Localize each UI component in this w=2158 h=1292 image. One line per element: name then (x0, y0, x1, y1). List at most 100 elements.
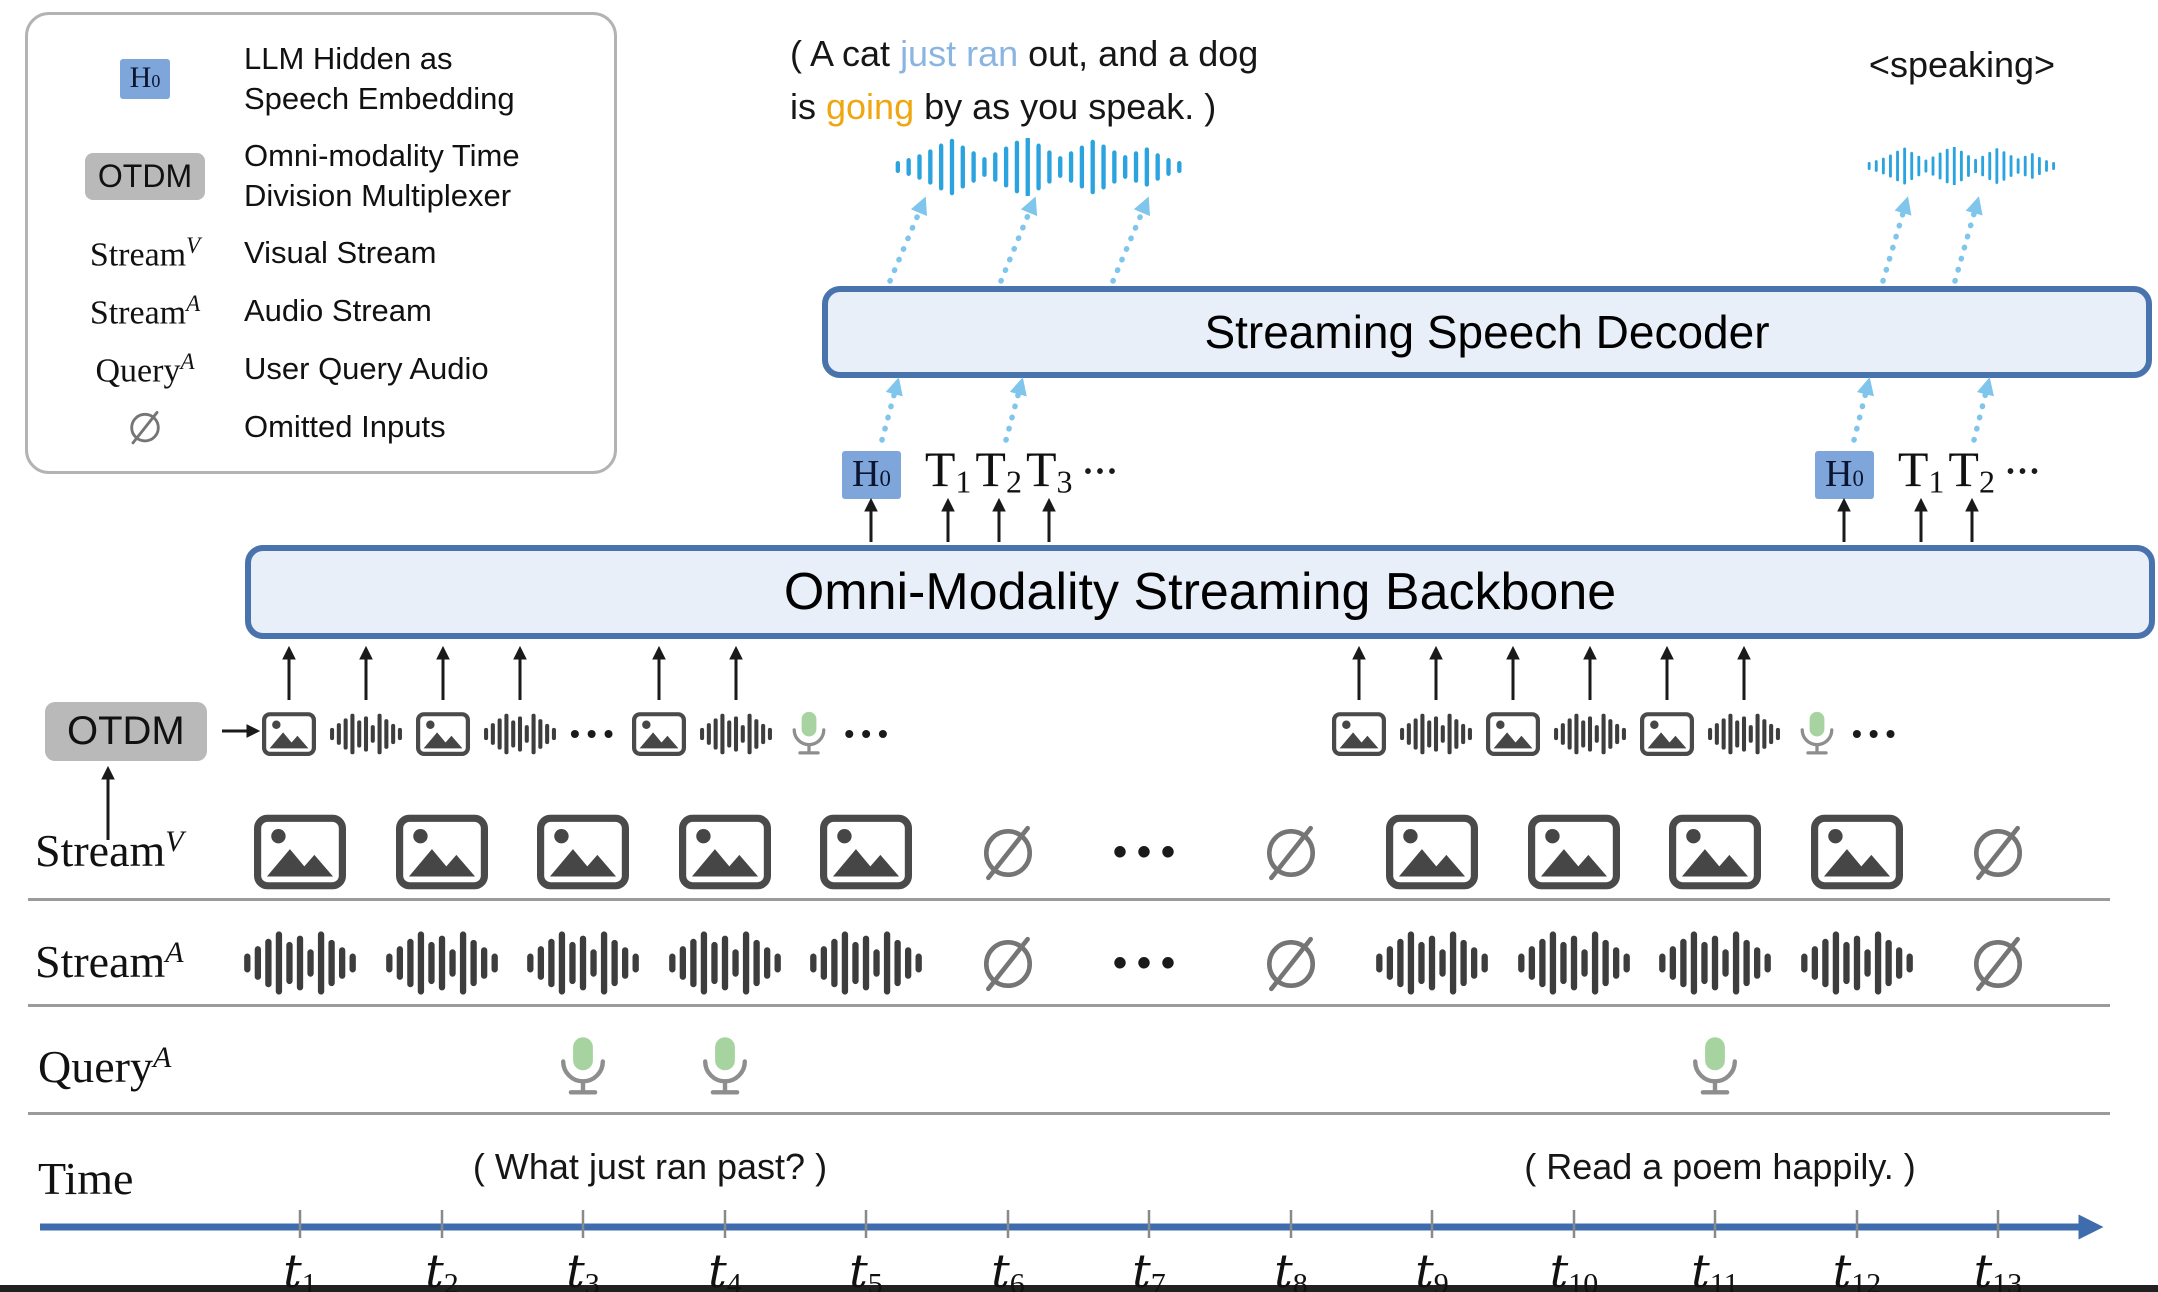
row-separator (28, 898, 2110, 901)
audio-chunk-icon (524, 931, 642, 995)
legend-symbol-cell (46, 408, 244, 446)
legend-symbol-cell: StreamV (46, 233, 244, 275)
text-segment: V (165, 825, 184, 858)
text-token: T2 (1948, 444, 1995, 497)
timeline-tick-label: t9 (1415, 1244, 1449, 1292)
text-segment: ( A cat (790, 33, 901, 74)
decoder-label: Streaming Speech Decoder (1204, 306, 1770, 358)
text-segment: 2 (1978, 463, 1995, 500)
video-frame-icon (416, 712, 470, 756)
legend-desc: Audio Stream (244, 291, 432, 331)
text-segment: Time (38, 1153, 134, 1204)
legend-item-streama: StreamA Audio Stream (46, 291, 596, 333)
row-separator (28, 1112, 2110, 1115)
legend-symbol-cell: QueryA (46, 349, 244, 391)
text-segment: T (1025, 441, 1057, 497)
legend-item-streamv: StreamV Visual Stream (46, 233, 596, 275)
querya-row-label: QueryA (38, 1040, 171, 1093)
speech-flow-arrow (1971, 377, 1994, 443)
omitted-input-icon (1967, 821, 2029, 883)
otdm-sequence-right: ••• (1332, 706, 1902, 762)
audio-chunk-icon (698, 713, 774, 755)
video-frame-icon (820, 815, 912, 890)
speech-flow-arrow (879, 377, 903, 443)
omitted-input-icon (1260, 932, 1322, 994)
sequence-ellipsis: ••• (570, 718, 621, 749)
text-segment: User Query Audio (244, 351, 489, 387)
speech-flow-arrow (998, 196, 1038, 284)
text-segment: Query (95, 352, 181, 390)
omitted-input-icon (1260, 821, 1322, 883)
streamv-symbol: StreamV (90, 233, 200, 275)
text-segment: Audio Stream (244, 293, 432, 329)
streama-row-label: StreamA (35, 935, 184, 988)
query-mic-icon (1684, 1034, 1746, 1100)
audio-chunk-icon (1373, 931, 1491, 995)
timeline-tick-label: t7 (1132, 1244, 1166, 1292)
legend-symbol-cell: OTDM (46, 152, 244, 200)
query-mic-icon (786, 709, 832, 759)
omni-modality-streaming-backbone-bar: Omni-Modality Streaming Backbone (245, 545, 2155, 639)
text-segment: Omni-modality Time (244, 137, 520, 173)
text-segment: Stream (35, 936, 166, 987)
video-frame-icon (1486, 712, 1540, 756)
row-ellipsis: ••• (1112, 941, 1186, 985)
query-mic-icon (1794, 709, 1840, 759)
speech-waveform-right (1866, 140, 2056, 192)
text-segment: T (1948, 441, 1979, 497)
text-segment: Visual Stream (244, 235, 437, 271)
timeline-tick-label: t8 (1274, 1244, 1308, 1292)
streamv-row-label: StreamV (35, 824, 184, 877)
streama-symbol: StreamA (90, 291, 200, 333)
text-token: T3 (1026, 444, 1073, 497)
text-segment: Query (38, 1041, 153, 1092)
timeline-tick-label: t5 (849, 1244, 883, 1292)
timeline-tick-label: t11 (1691, 1244, 1739, 1292)
omitted-input-icon (1967, 932, 2029, 994)
omitted-input-icon (977, 932, 1039, 994)
speech-flow-arrow (1880, 196, 1912, 284)
legend-desc: Omitted Inputs (244, 407, 446, 447)
highlighted-text-orange: going (826, 85, 915, 127)
video-frame-icon (632, 712, 686, 756)
speech-flow-arrow (1110, 196, 1150, 284)
text-segment: 2 (1005, 463, 1022, 500)
speech-flow-arrow (1003, 377, 1027, 443)
text-segment: Stream (35, 825, 166, 876)
text-segment: V (186, 232, 201, 258)
text-segment: H (852, 453, 880, 495)
audio-chunk-icon (1706, 713, 1782, 755)
text-segment: A (152, 1041, 172, 1074)
text-segment: is (790, 85, 826, 127)
video-frame-icon (537, 815, 629, 890)
text-segment: Stream (89, 294, 187, 332)
timeline-tick-label: t13 (1973, 1244, 2023, 1292)
ellipsis: ••• (1084, 460, 1121, 483)
video-frame-icon (1528, 815, 1620, 890)
omitted-input-icon (977, 821, 1039, 883)
legend-desc: User Query Audio (244, 349, 489, 389)
text-token: T2 (975, 444, 1022, 497)
timeline-tick-label: t3 (566, 1244, 600, 1292)
audio-chunk-icon (666, 931, 784, 995)
query-caption-right: ( Read a poem happily. ) (1524, 1146, 1916, 1187)
legend-desc: Visual Stream (244, 233, 436, 273)
text-segment: T (975, 441, 1006, 497)
text-segment: 3 (1056, 463, 1073, 500)
timeline-tick-label: t10 (1549, 1244, 1599, 1292)
text-segment: T (1897, 441, 1929, 497)
text-segment: 0 (1852, 466, 1864, 491)
text-token: T1 (925, 444, 972, 497)
text-segment: T (924, 441, 956, 497)
row-ellipsis: ••• (1112, 830, 1186, 874)
legend-symbol-cell: StreamA (46, 291, 244, 333)
